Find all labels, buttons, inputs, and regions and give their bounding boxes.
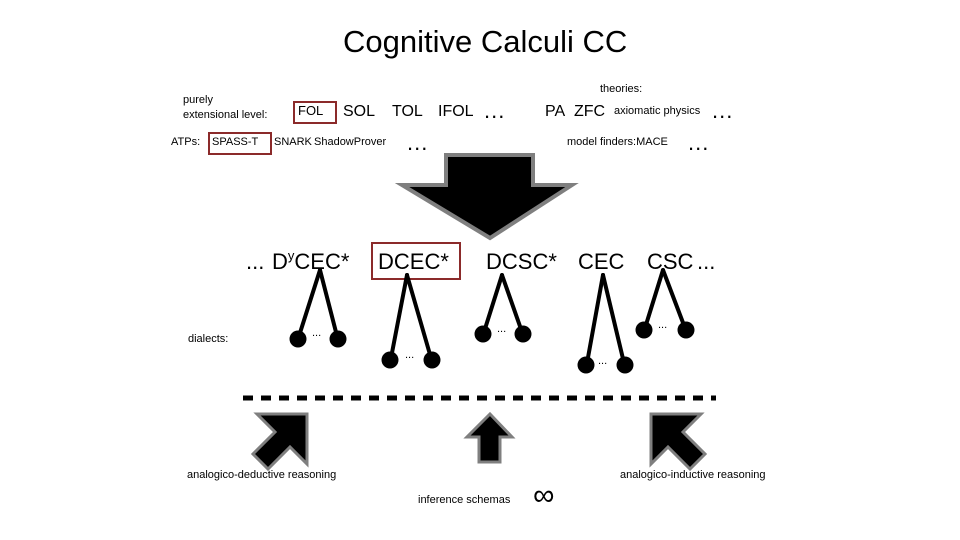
dycec-rest: CEC*: [294, 249, 350, 274]
atps-ellipsis: ...: [407, 130, 429, 155]
theory-pa: PA: [545, 103, 566, 120]
calculi-trailing-ellipsis: ...: [697, 249, 716, 274]
big-down-arrow: [394, 153, 579, 241]
atps-label: ATPs:: [171, 136, 201, 148]
inference-schemas-label: inference schemas: [418, 494, 511, 506]
model-finders: model finders:MACE: [567, 136, 668, 148]
extensional-label-line2: extensional level:: [183, 109, 268, 121]
logic-tol: TOL: [392, 103, 423, 120]
tree-ellipsis-4: ...: [598, 355, 608, 367]
extensional-label-line1: purely: [183, 94, 213, 106]
calculus-dcec-star: DCEC*: [378, 249, 449, 274]
theory-zfc: ZFC: [574, 103, 606, 120]
calculi-leading-ellipsis: ...: [246, 249, 265, 274]
dialect-leaves: [289, 321, 695, 374]
left-diagonal-arrow: [250, 412, 309, 472]
deductive-label: analogico-deductive reasoning: [187, 469, 337, 481]
calculus-cec: CEC: [578, 249, 625, 274]
dycec-superscript: y: [287, 248, 295, 263]
calculus-dycec: DyCEC*: [272, 248, 350, 274]
tree-ellipsis-1: ...: [312, 327, 322, 339]
fol-highlight-box: [293, 101, 337, 124]
dycec-prefix: D: [272, 249, 288, 274]
atp-spass-t: SPASS-T: [212, 136, 259, 148]
dialects-label: dialects:: [188, 333, 229, 345]
middle-up-arrow: [463, 411, 516, 464]
logic-sol: SOL: [343, 103, 376, 120]
logics-ellipsis: ...: [484, 98, 506, 123]
atp-snark: SNARK: [274, 136, 312, 148]
logic-ifol: IFOL: [438, 103, 474, 120]
tree-ellipsis-3: ...: [497, 323, 507, 335]
theories-ellipsis: ...: [712, 98, 734, 123]
right-diagonal-arrow: [649, 412, 708, 472]
dcec-highlight-box: [371, 242, 461, 280]
logic-fol: FOL: [298, 103, 324, 118]
model-finders-ellipsis: ...: [688, 130, 710, 155]
calculus-dcsc-star: DCSC*: [486, 249, 557, 274]
dialect-trees: [297, 268, 687, 365]
tree-ellipsis-5: ...: [658, 319, 668, 331]
tree-ellipsis-2: ...: [405, 349, 415, 361]
axiomatic-physics: axiomatic physics: [614, 105, 701, 117]
inductive-label: analogico-inductive reasoning: [620, 469, 766, 481]
page-title: Cognitive Calculi CC: [343, 24, 628, 59]
calculus-csc: CSC: [647, 249, 694, 274]
atp-shadowprover: ShadowProver: [314, 136, 387, 148]
infinity-icon: ∞: [533, 479, 555, 512]
theories-label: theories:: [600, 83, 643, 95]
spass-highlight-box: [208, 132, 272, 155]
